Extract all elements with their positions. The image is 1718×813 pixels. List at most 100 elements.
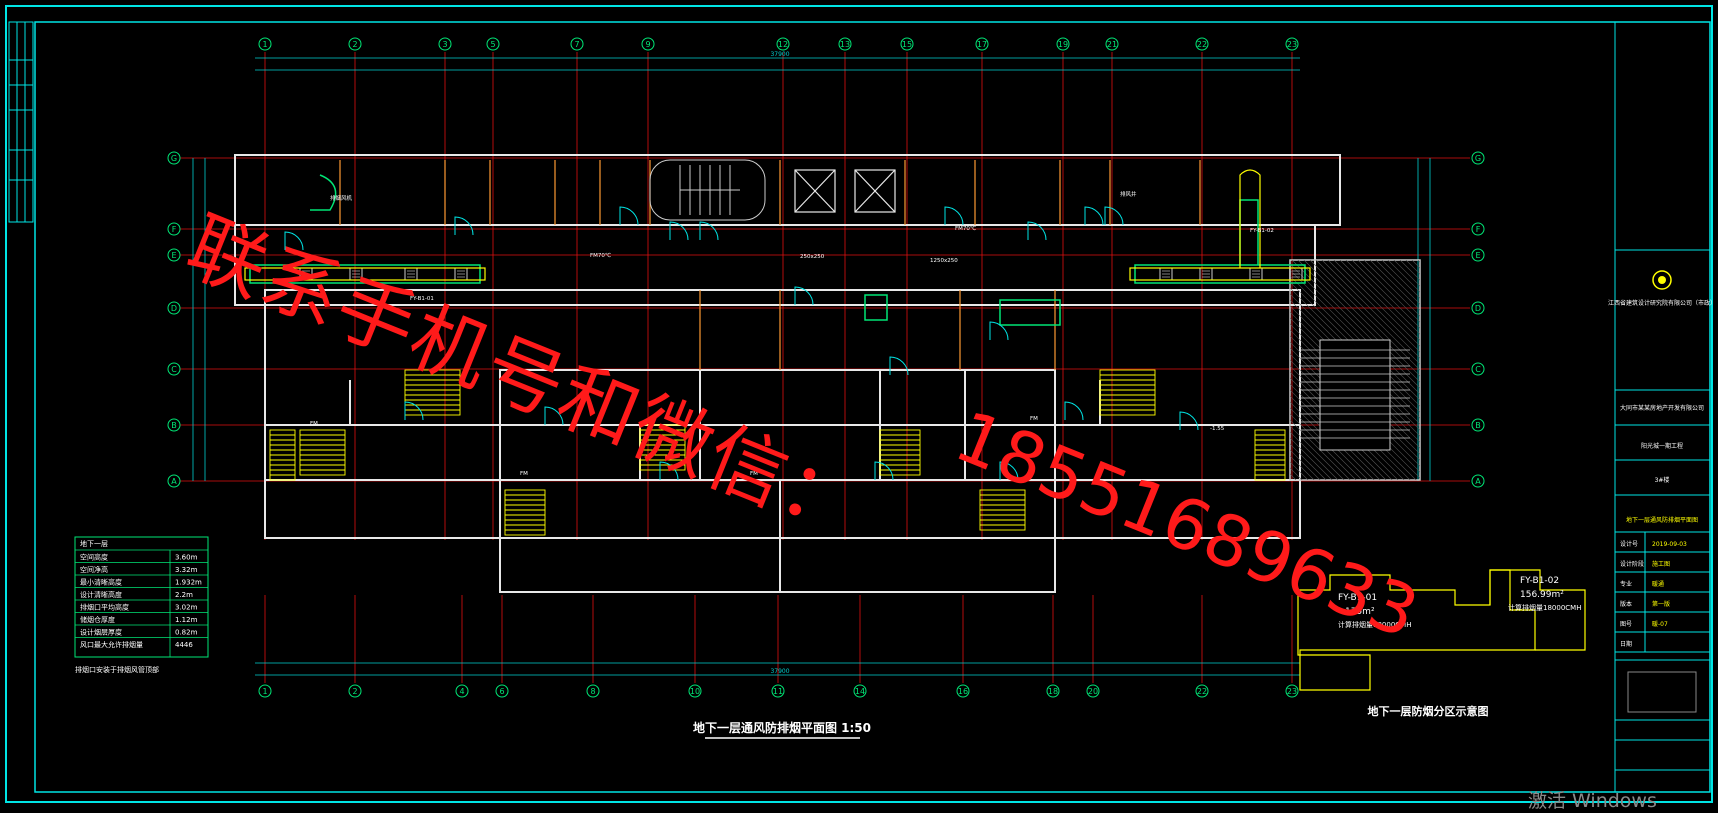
- drawing-annotation: FM: [750, 471, 758, 477]
- grid-bubble-bottom-11: [771, 684, 785, 698]
- grid-label-top: 17: [977, 40, 987, 49]
- grid-bubble-top-13: [838, 37, 852, 51]
- dimension-lines: [192, 57, 1431, 676]
- revision-strip: [8, 21, 34, 223]
- title-block-row-label: 日期: [1620, 640, 1632, 648]
- drawing-annotation: FY-B1-02: [1250, 228, 1274, 234]
- grid-label-top: 23: [1287, 40, 1297, 49]
- grid-label-right: F: [1476, 225, 1481, 234]
- spec-row-label: 设计清晰高度: [80, 590, 122, 599]
- grid-label-right: D: [1475, 304, 1481, 313]
- grid-label-bottom: 22: [1197, 687, 1207, 696]
- spec-row-value: 0.82m: [175, 629, 198, 637]
- grid-label-bottom: 11: [773, 687, 783, 696]
- grid-label-left: A: [171, 477, 177, 486]
- drawing-annotation: 250x250: [800, 254, 825, 260]
- grid-bubble-top-17: [975, 37, 989, 51]
- drawing-annotation: FM: [1030, 416, 1038, 422]
- grid-bubble-bottom-10: [688, 684, 702, 698]
- grid-label-top: 15: [902, 40, 912, 49]
- drawing-annotation: FM: [310, 421, 318, 427]
- grid-bubble-left-B: [167, 418, 181, 432]
- grid-bubble-left-C: [167, 362, 181, 376]
- grid-bubble-top-19: [1056, 37, 1070, 51]
- spec-row-label: 设计烟层厚度: [80, 628, 122, 637]
- stair-flights: [269, 369, 1286, 536]
- spec-row-value: 3.60m: [175, 554, 198, 562]
- grid-label-top: 13: [840, 40, 850, 49]
- grid-bubble-right-A: [1471, 474, 1485, 488]
- grid-label-bottom: 16: [958, 687, 968, 696]
- stair-top-middle: [649, 159, 766, 221]
- grid-label-top: 21: [1107, 40, 1117, 49]
- grid-label-bottom: 4: [459, 687, 464, 696]
- grid-bubble-top-21: [1105, 37, 1119, 51]
- grid-bubble-bottom-22: [1195, 684, 1209, 698]
- grid-label-right: A: [1475, 477, 1481, 486]
- company-name: 江西省建筑设计研究院有限公司（市政）: [1608, 299, 1716, 307]
- grid-bubble-right-E: [1471, 248, 1485, 262]
- inner-frame: [34, 21, 1711, 793]
- grid-bubble-right-B: [1471, 418, 1485, 432]
- grid-label-left: F: [172, 225, 177, 234]
- drawing-annotation: FM: [520, 471, 528, 477]
- project-name: 阳光城一期工程: [1641, 442, 1683, 450]
- drawing-annotation: 排风井: [1120, 190, 1137, 198]
- zone-label: FY-B1-01: [1338, 593, 1377, 603]
- grid-bubble-bottom-6: [495, 684, 509, 698]
- title-block-row-value: 施工图: [1652, 560, 1670, 568]
- title-block-row-value: 2019-09-03: [1652, 541, 1687, 548]
- ductwork-highlight: [244, 169, 1311, 281]
- grid-bubble-bottom-16: [956, 684, 970, 698]
- spec-row-label: 风口最大允许排烟量: [80, 640, 143, 649]
- grid-bubble-right-F: [1471, 222, 1485, 236]
- grid-bubble-right-D: [1471, 301, 1485, 315]
- grid-bubble-top-5: [486, 37, 500, 51]
- grid-label-bottom: 8: [590, 687, 595, 696]
- grid-bubble-top-2: [348, 37, 362, 51]
- grid-bubble-top-3: [438, 37, 452, 51]
- building-walls: [234, 154, 1341, 593]
- title-block-row-value: 第一版: [1652, 600, 1670, 608]
- grid-label-top: 22: [1197, 40, 1207, 49]
- stair-core-right: [1289, 259, 1421, 481]
- sheet-name: 地下一层通风防排烟平面图: [1626, 516, 1698, 524]
- grid-label-bottom: 18: [1048, 687, 1058, 696]
- grid-bubble-top-12: [776, 37, 790, 51]
- grid-bubble-left-E: [167, 248, 181, 262]
- grid-label-top: 3: [442, 40, 447, 49]
- grid-bubble-top-9: [641, 37, 655, 51]
- grid-bubble-right-C: [1471, 362, 1485, 376]
- grid-bubble-top-7: [570, 37, 584, 51]
- exhaust-grilles: [299, 267, 1303, 281]
- grid-bubble-bottom-2: [348, 684, 362, 698]
- spec-row-label: 排烟口平均高度: [80, 603, 129, 612]
- grid-label-left: B: [171, 421, 177, 430]
- outer-frame: [5, 5, 1713, 803]
- spec-row-value: 1.932m: [175, 579, 202, 587]
- company-logo-icon: [1652, 270, 1672, 290]
- title-block-row-label: 设计阶段: [1620, 560, 1644, 568]
- title-block-row-label: 图号: [1620, 621, 1632, 628]
- zone-label: FY-B1-02: [1520, 576, 1559, 586]
- spec-row-value: 3.32m: [175, 566, 198, 574]
- drawing-annotation: -1.55: [1210, 426, 1225, 432]
- grid-label-right: G: [1475, 154, 1481, 163]
- zone-label: 175m²: [1345, 607, 1375, 617]
- grid-label-bottom: 10: [690, 687, 700, 696]
- grid-bubble-right-G: [1471, 151, 1485, 165]
- zone-diagram-title: 地下一层防烟分区示意图: [1368, 704, 1489, 718]
- zone-label: 156.99m²: [1520, 590, 1564, 600]
- grid-bubble-bottom-1: [258, 684, 272, 698]
- grid-bubble-bottom-14: [853, 684, 867, 698]
- smoke-zone-diagram: [1297, 569, 1586, 691]
- client-name: 大同市某某房地产开发有限公司: [1620, 404, 1704, 412]
- title-block-row-label: 专业: [1620, 580, 1632, 588]
- grid-bubble-bottom-20: [1086, 684, 1100, 698]
- door-swings: [284, 206, 1199, 481]
- grid-label-right: C: [1475, 365, 1481, 374]
- zone-label: 计算排烟量18000CMH: [1338, 620, 1411, 629]
- grid-label-left: E: [171, 251, 176, 260]
